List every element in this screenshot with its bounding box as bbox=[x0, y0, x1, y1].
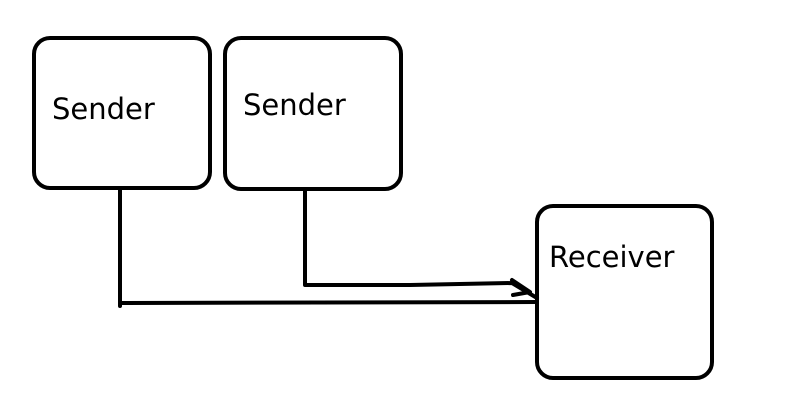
receiver-label: Receiver bbox=[549, 240, 675, 274]
receiver-node: Receiver bbox=[535, 204, 714, 380]
sender-label-2: Sender bbox=[243, 88, 346, 122]
connector-sender1-to-receiver bbox=[118, 186, 539, 308]
receiver-box bbox=[535, 204, 714, 380]
sender-box-2 bbox=[223, 36, 403, 191]
sender-node-2: Sender bbox=[223, 36, 403, 191]
sender-node-1: Sender bbox=[32, 36, 212, 190]
arrowhead-icon bbox=[510, 278, 532, 297]
connector-sender2-to-receiver bbox=[303, 187, 539, 300]
sender-label-1: Sender bbox=[52, 92, 155, 126]
